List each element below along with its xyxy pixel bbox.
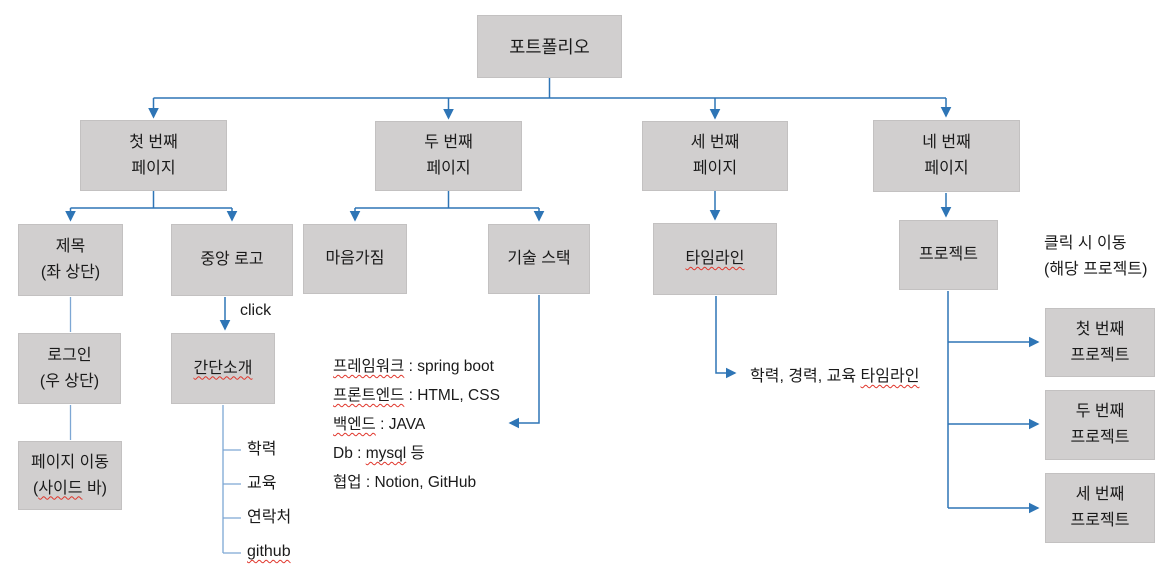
node-page-3: 세 번째 페이지 (642, 121, 788, 191)
node-page-3-line2: 페이지 (692, 160, 738, 177)
plain-connectors (69, 297, 241, 554)
tech-list-item: 프론트엔드 : HTML, CSS (333, 387, 500, 404)
node-project-3: 세 번째 프로젝트 (1045, 473, 1155, 543)
node-page-2-line2: 페이지 (426, 160, 471, 177)
project-note-line2: (해당 프로젝트) (1044, 261, 1148, 278)
tech-list-item: 협업 : Notion, GitHub (333, 474, 477, 491)
tech-list-item: 백엔드 : JAVA (333, 416, 426, 433)
node-portfolio: 포트폴리오 (477, 15, 622, 78)
intro-item: 학력 (247, 441, 277, 458)
node-project-label: 프로젝트 (919, 246, 978, 263)
node-project-3-line2: 프로젝트 (1070, 512, 1130, 529)
node-tech-stack-label: 기술 스택 (507, 250, 571, 267)
node-page-1: 첫 번째 페이지 (80, 120, 227, 191)
node-login-line1: 로그인 (47, 346, 92, 364)
tech-list-item: 프레임워크 : spring boot (333, 358, 494, 375)
node-login: 로그인 (우 상단) (18, 333, 121, 404)
node-page-3-line1: 세 번째 (690, 134, 740, 151)
intro-item: 교육 (247, 475, 277, 492)
node-page-4: 네 번째 페이지 (873, 120, 1020, 192)
tree-connectors (65, 78, 1040, 514)
node-page-1-line2: 페이지 (131, 159, 176, 177)
node-project-1: 첫 번째 프로젝트 (1045, 308, 1155, 377)
node-center-logo-label: 중앙 로고 (200, 251, 264, 268)
node-intro-label: 간단소개 (193, 359, 253, 377)
node-title: 제목 (좌 상단) (18, 224, 123, 296)
node-center-logo: 중앙 로고 (171, 224, 293, 296)
node-title-line2: (좌 상단) (40, 264, 101, 281)
intro-item: 연락처 (247, 509, 292, 526)
tech-stack-arrow (508, 295, 540, 429)
node-page-move-line2: (사이드 바) (33, 479, 107, 497)
node-page-4-line2: 페이지 (924, 160, 969, 177)
node-tech-stack: 기술 스택 (488, 224, 590, 294)
node-project-2-line2: 프로젝트 (1070, 429, 1130, 446)
node-login-line2: (우 상단) (39, 372, 100, 390)
timeline-arrow (715, 296, 737, 379)
node-title-line1: 제목 (55, 238, 86, 255)
node-page-move: 페이지 이동 (사이드 바) (18, 441, 122, 510)
node-mindset-label: 마음가짐 (325, 250, 385, 267)
intro-item-list: 학력 교육 연락처 github (247, 433, 291, 569)
node-project-3-line1: 세 번째 (1075, 486, 1125, 503)
node-project: 프로젝트 (899, 220, 998, 290)
tech-list-item: Db : mysql 등 (333, 445, 425, 462)
node-timeline-label: 타임라인 (685, 250, 745, 267)
project-note-line1: 클릭 시 이동 (1044, 235, 1127, 252)
node-project-1-line2: 프로젝트 (1070, 346, 1130, 364)
node-project-2-line1: 두 번째 (1075, 403, 1125, 420)
node-page-4-line1: 네 번째 (922, 134, 971, 151)
intro-item: github (247, 543, 291, 560)
node-project-1-line1: 첫 번째 (1075, 320, 1125, 338)
node-page-2-line1: 두 번째 (424, 134, 473, 151)
node-timeline: 타임라인 (653, 223, 777, 295)
node-page-1-line1: 첫 번째 (129, 133, 178, 151)
project-note: 클릭 시 이동 (해당 프로젝트) (1044, 231, 1147, 283)
node-page-2: 두 번째 페이지 (375, 121, 522, 191)
node-portfolio-label: 포트폴리오 (509, 36, 590, 57)
node-mindset: 마음가짐 (303, 224, 407, 294)
timeline-note: 학력, 경력, 교육 타임라인 (750, 368, 920, 385)
node-intro: 간단소개 (171, 333, 275, 404)
node-project-2: 두 번째 프로젝트 (1045, 390, 1155, 460)
node-page-move-line1: 페이지 이동 (30, 453, 110, 471)
tech-list: 프레임워크 : spring boot 프론트엔드 : HTML, CSS 백엔… (333, 352, 500, 497)
click-label: click (240, 302, 272, 319)
